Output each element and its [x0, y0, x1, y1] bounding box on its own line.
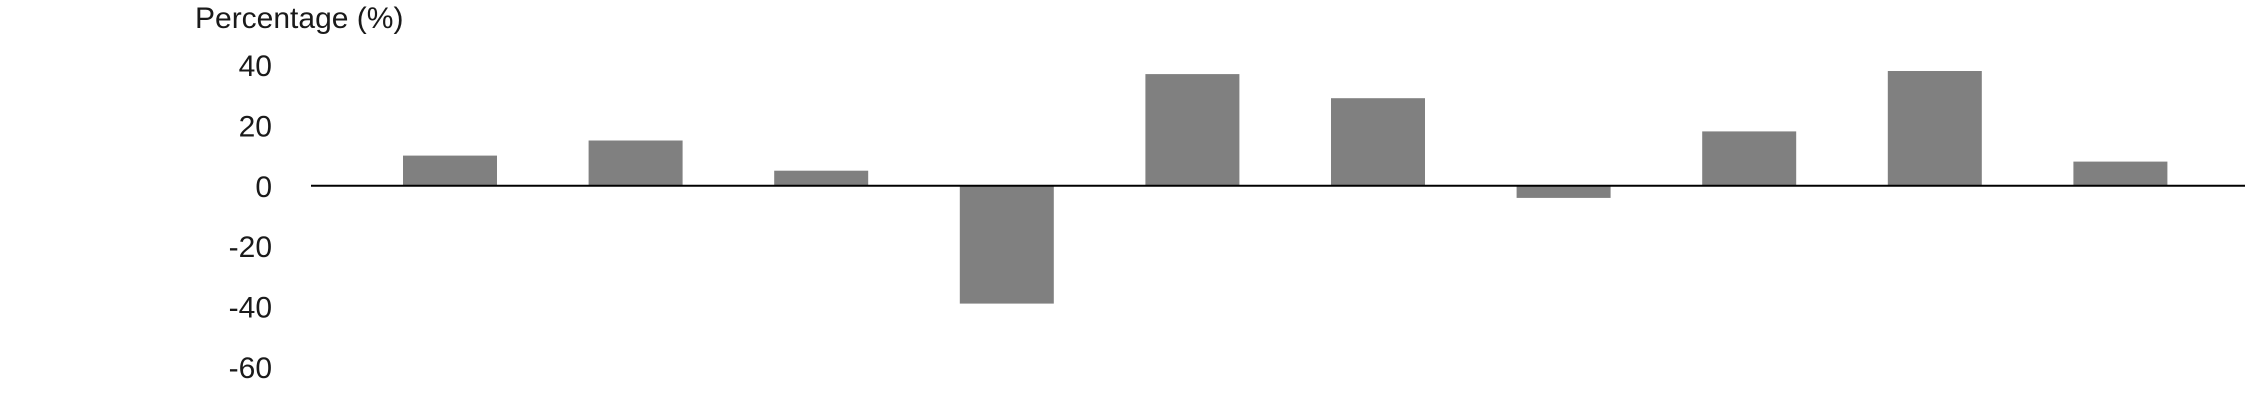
bar-series [403, 71, 2168, 304]
bar [1702, 131, 1797, 186]
bar [1331, 98, 1425, 186]
bar [1145, 74, 1240, 186]
bar [403, 155, 497, 186]
bar [588, 140, 683, 186]
bar [1887, 71, 1982, 186]
bar [959, 185, 1054, 304]
bar [1516, 185, 1611, 198]
y-tick-label: 0 [255, 171, 272, 204]
y-tick-label: -20 [229, 231, 272, 264]
y-axis-ticks: 40 20 0 -20 -40 -60 [229, 50, 272, 385]
bar [2073, 161, 2168, 186]
y-axis-title: Percentage (%) [195, 2, 403, 35]
bar [774, 170, 869, 186]
y-tick-label: -40 [229, 292, 272, 325]
y-tick-label: -60 [229, 352, 272, 385]
y-tick-label: 40 [239, 50, 272, 83]
y-tick-label: 20 [239, 110, 272, 143]
